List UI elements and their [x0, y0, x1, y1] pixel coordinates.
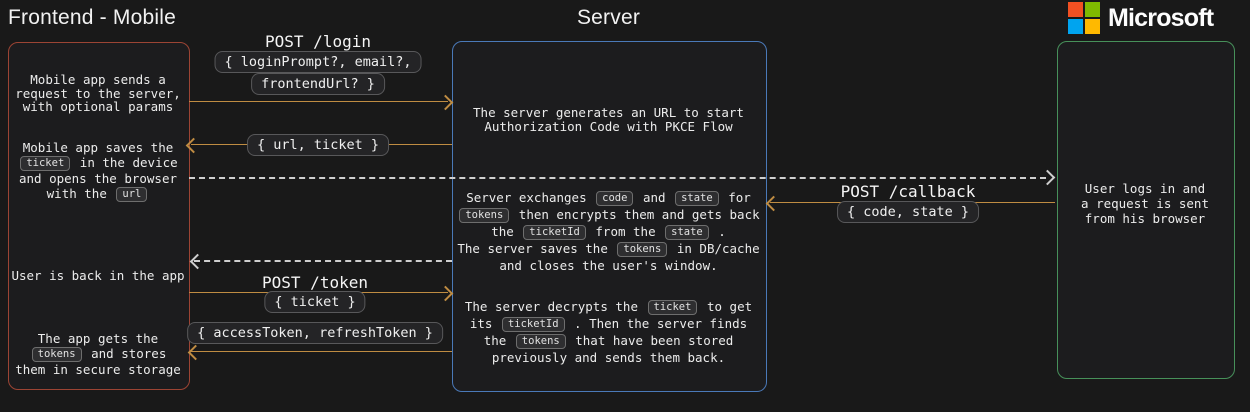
inline-code-chip: ticketId [501, 316, 565, 332]
payload-badge-tokens: { accessToken, refreshToken } [187, 322, 443, 344]
inline-code-chip: url [116, 186, 148, 202]
inline-code-chip: ticket [20, 155, 71, 171]
payload-badge-code-state: { code, state } [837, 201, 979, 223]
arrowhead-left-icon [765, 195, 782, 212]
ms-square-green [1085, 2, 1100, 17]
inline-code-chip: tokens [31, 346, 82, 362]
message-label-post-login: POST /login [265, 32, 371, 51]
server-actor-title: Server [576, 6, 641, 29]
message-label-post-token: POST /token [262, 273, 368, 292]
payload-badge-ticket: { ticket } [264, 291, 366, 313]
arrow-post-login [189, 101, 448, 102]
arrow-tokens-return [191, 351, 452, 352]
inline-code-chip: tokens [515, 333, 566, 349]
ms-square-blue [1068, 19, 1083, 34]
ms-square-yellow [1085, 19, 1100, 34]
arrowhead-left-icon [187, 344, 204, 361]
ms-square-red [1068, 2, 1083, 17]
arrowhead-left-icon [189, 253, 206, 270]
arrow-window-closes [194, 260, 452, 262]
frontend-box [8, 42, 190, 390]
payload-badge-url-ticket: { url, ticket } [247, 134, 389, 156]
inline-code-chip: state [675, 190, 719, 206]
microsoft-logo: Microsoft [1068, 2, 1214, 34]
message-label-post-callback: POST /callback [840, 182, 976, 201]
arrow-browser-redirect [189, 177, 1046, 179]
inline-code-chip: ticketId [523, 224, 586, 240]
arrowhead-right-icon [437, 285, 454, 302]
payload-badge-login-2: frontendUrl? } [251, 73, 385, 95]
microsoft-box [1057, 41, 1235, 379]
microsoft-logo-icon [1068, 2, 1100, 34]
payload-badge-login-1: { loginPrompt?, email?, [214, 51, 422, 73]
note-user-back-in-app: User is back in the app [11, 268, 185, 283]
inline-code-chip: state [665, 224, 709, 240]
inline-code-chip: tokens [459, 207, 510, 223]
inline-code-chip: ticket [647, 299, 698, 315]
microsoft-wordmark: Microsoft [1108, 3, 1214, 32]
arrowhead-right-icon [437, 94, 454, 111]
inline-code-chip: tokens [617, 241, 668, 257]
arrowhead-right-icon [1039, 169, 1056, 186]
frontend-actor-title: Frontend - Mobile [8, 6, 176, 29]
inline-code-chip: code [596, 190, 634, 206]
